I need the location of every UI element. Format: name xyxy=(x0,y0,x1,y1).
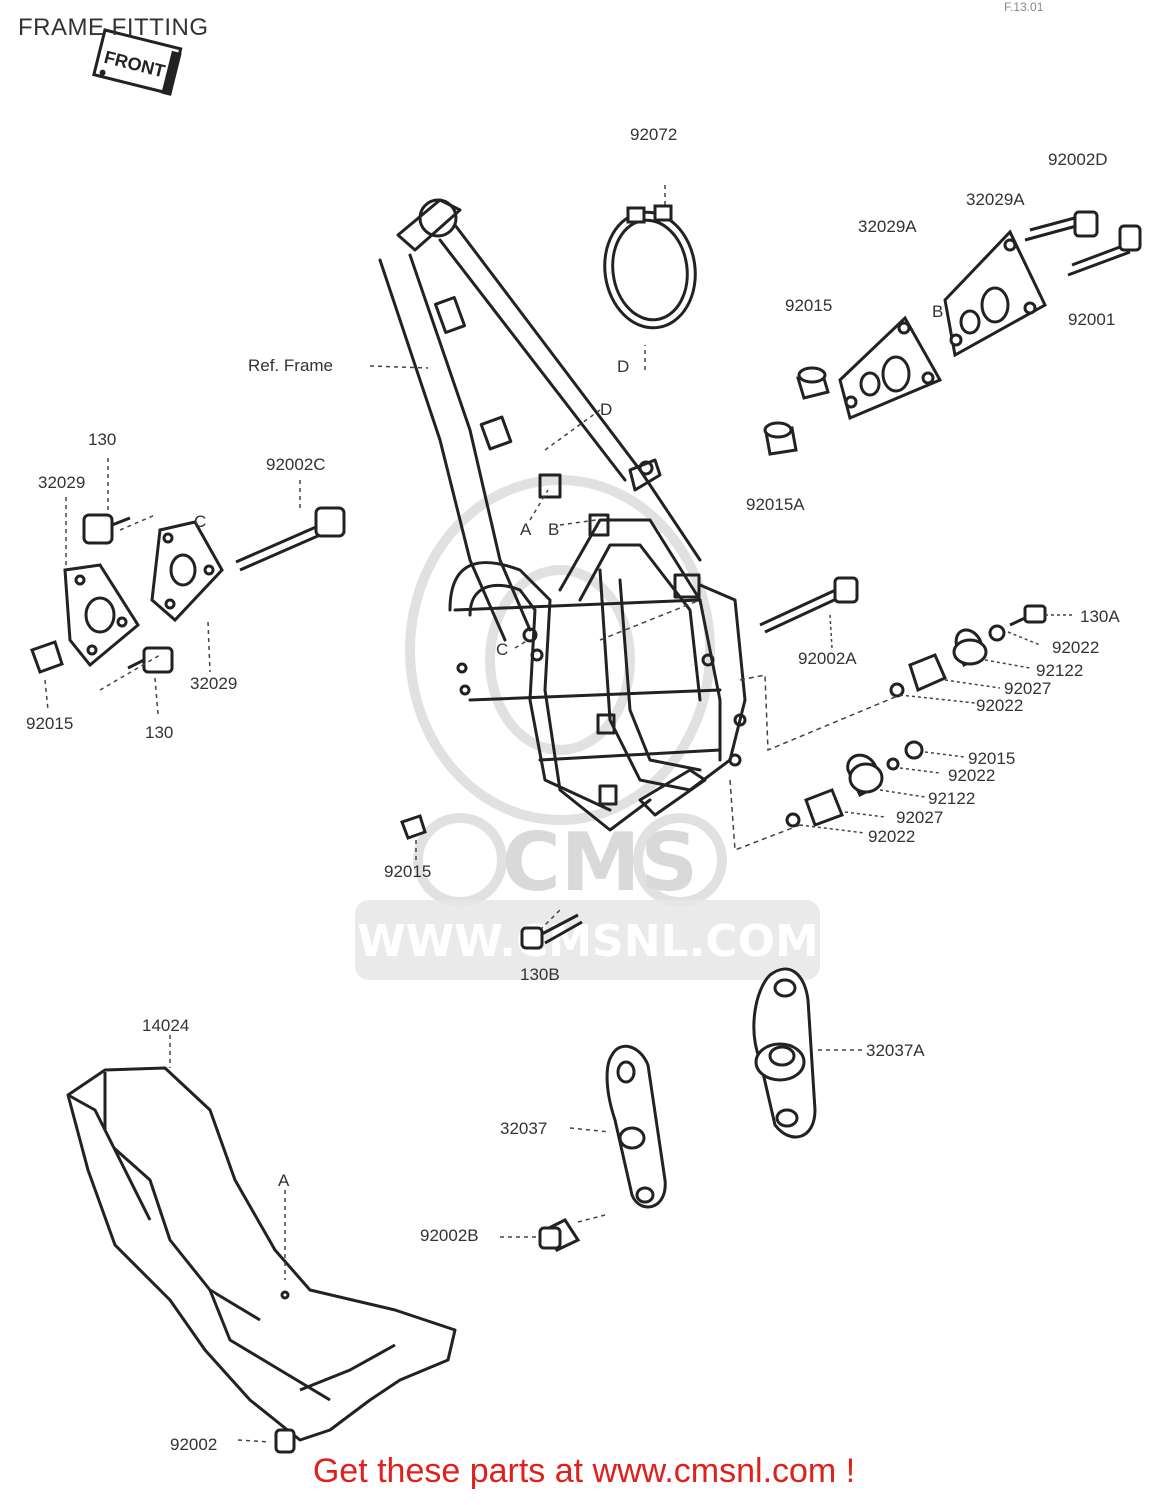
bracket-leaders xyxy=(500,1049,862,1238)
label-92015-frame: 92015 xyxy=(384,862,431,881)
label-92027-1: 92027 xyxy=(1004,679,1051,698)
bolt-92002 xyxy=(274,1428,296,1454)
label-92002B: 92002B xyxy=(420,1226,479,1245)
label-92015-left: 92015 xyxy=(26,714,73,733)
bolts-upper-right xyxy=(1024,210,1142,277)
label-92002C: 92002C xyxy=(266,455,326,474)
label-ref-B-top: B xyxy=(932,302,943,321)
label-ref-C-frame: C xyxy=(496,640,508,659)
label-ref-C-plate: C xyxy=(194,512,206,531)
watermark-banner xyxy=(355,900,820,980)
label-ref-A-guard: A xyxy=(278,1171,290,1190)
label-92027-2: 92027 xyxy=(896,808,943,827)
label-92015A: 92015A xyxy=(746,495,805,514)
label-32029-top: 32029 xyxy=(38,473,85,492)
left-leaders xyxy=(44,458,301,715)
bracket-32037A xyxy=(752,967,817,1139)
front-badge: FRONT xyxy=(92,28,183,96)
plate-32029-rear xyxy=(150,520,224,623)
part-labels: 92072 92002D 32029A 32029A 92015 92001 B… xyxy=(26,125,1120,1454)
label-92022-1: 92022 xyxy=(1052,638,1099,657)
label-130B: 130B xyxy=(520,965,560,984)
hardware-stack-upper xyxy=(759,576,1047,698)
bracket-32037 xyxy=(605,1044,667,1209)
bolts-left xyxy=(30,506,346,674)
label-92002D: 92002D xyxy=(1048,150,1108,169)
label-32037A: 32037A xyxy=(866,1041,925,1060)
label-92001: 92001 xyxy=(1068,310,1115,329)
label-32029-bot: 32029 xyxy=(190,674,237,693)
plate-32029A-rear xyxy=(943,229,1047,358)
label-32037: 32037 xyxy=(500,1119,547,1138)
frame-drawing xyxy=(378,198,747,832)
plate-32029A-front xyxy=(838,315,943,421)
watermark-url: WWW.CMSNL.COM xyxy=(357,916,819,967)
label-ref-D-frame: D xyxy=(600,400,612,419)
plate-32029-front xyxy=(63,563,140,668)
label-92022-3: 92022 xyxy=(948,766,995,785)
label-130-top: 130 xyxy=(88,430,116,449)
label-92015-mid: 92015 xyxy=(968,749,1015,768)
label-92002A: 92002A xyxy=(798,649,857,668)
label-ref-frame: Ref. Frame xyxy=(248,356,333,375)
label-ref-B-frame: B xyxy=(548,520,559,539)
footer-link-text[interactable]: Get these parts at www.cmsnl.com ! xyxy=(312,1452,856,1490)
label-92022-2: 92022 xyxy=(976,696,1023,715)
label-32029A-a: 32029A xyxy=(858,217,917,236)
label-32029A-b: 32029A xyxy=(966,190,1025,209)
label-ref-A-frame: A xyxy=(520,520,532,539)
hardware-stack-lower xyxy=(785,740,924,828)
diagram-code: F.13.01 xyxy=(1004,0,1044,14)
ring-clamp-92072 xyxy=(603,204,697,330)
label-92072: 92072 xyxy=(630,125,677,144)
skid-plate-14024 xyxy=(66,1066,457,1442)
label-ref-D-ring: D xyxy=(617,357,629,376)
label-92022-4: 92022 xyxy=(868,827,915,846)
skid-leaders xyxy=(169,1035,286,1443)
label-130A: 130A xyxy=(1080,607,1120,626)
hardware-leaders xyxy=(599,599,1075,852)
label-14024: 14024 xyxy=(142,1016,189,1035)
label-130-bot: 130 xyxy=(145,723,173,742)
watermark-brand: CMS xyxy=(502,816,698,909)
label-92002: 92002 xyxy=(170,1435,217,1454)
frame-small-parts xyxy=(400,814,583,950)
collars-92015 xyxy=(763,366,830,456)
label-92015-top: 92015 xyxy=(785,296,832,315)
label-92122-1: 92122 xyxy=(1036,661,1083,680)
page-title: FRAME FITTING xyxy=(18,14,209,41)
bolt-92002B xyxy=(538,1218,581,1252)
label-92122-2: 92122 xyxy=(928,789,975,808)
